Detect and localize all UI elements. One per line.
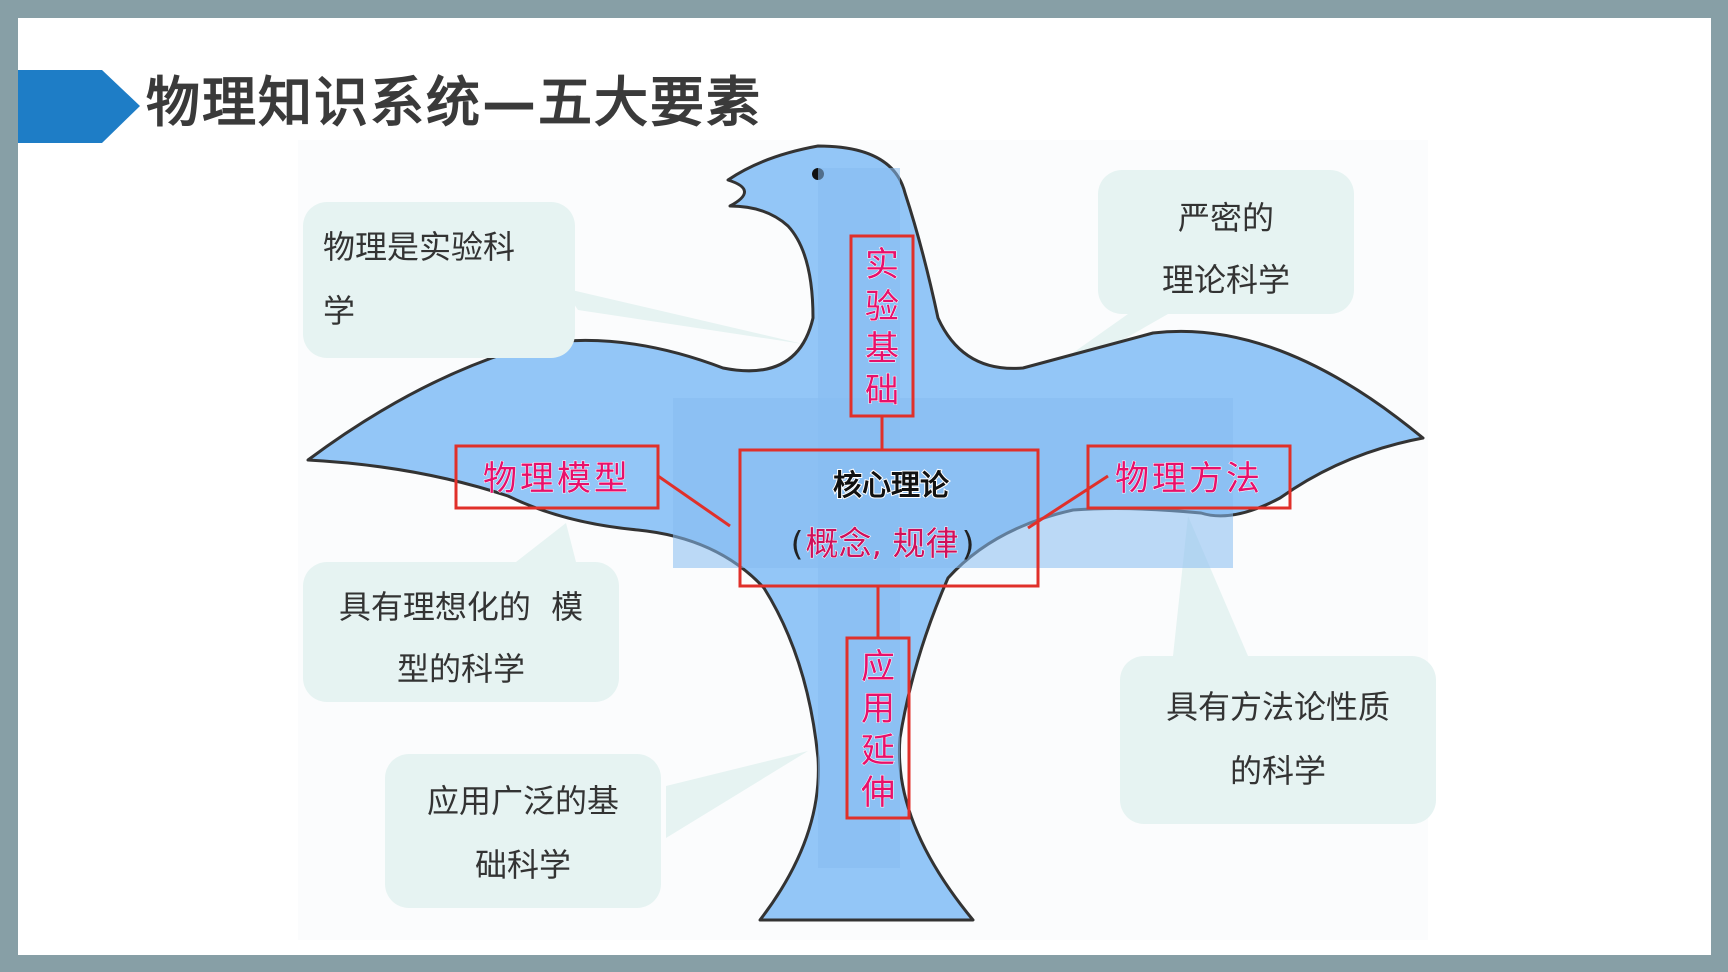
connector-model-core xyxy=(657,474,731,528)
element-physics-model: 物理模型 xyxy=(454,444,660,510)
callout-application-box xyxy=(385,754,661,908)
slide: 物理知识系统—五大要素 实 验 基 础 物理模型 xyxy=(18,18,1711,955)
element-experiment-basis: 实 验 基 础 xyxy=(849,234,915,418)
application-char-2: 用 xyxy=(861,689,895,729)
callout-theory-line2: 理论科学 xyxy=(1162,261,1290,299)
callout-pointer-application xyxy=(666,751,808,838)
element-model-border xyxy=(454,444,660,510)
callout-application-line2: 础科学 xyxy=(475,846,571,884)
connector-method-core xyxy=(1027,474,1109,530)
callout-theory-line1: 严密的 xyxy=(1178,199,1274,237)
callout-application: 应用广泛的基 础科学 xyxy=(385,754,661,908)
element-application-extension: 应 用 延 伸 xyxy=(845,636,911,820)
callout-method: 具有方法论性质 的科学 xyxy=(1120,656,1436,824)
element-model-label: 物理模型 xyxy=(483,459,631,499)
element-physics-method: 物理方法 xyxy=(1086,444,1292,510)
callout-theory: 严密的 理论科学 xyxy=(1098,170,1354,314)
experiment-char-4: 础 xyxy=(865,371,899,411)
experiment-char-1: 实 xyxy=(865,245,899,285)
callout-theory-box xyxy=(1098,170,1354,314)
cross-shade-horizontal xyxy=(673,398,1233,568)
core-theory-title: 核心理论 xyxy=(833,468,950,502)
experiment-char-3: 基 xyxy=(865,329,899,369)
callout-method-line1: 具有方法论性质 xyxy=(1166,688,1390,726)
callout-model-line1: 具有理想化的 模 xyxy=(339,588,583,626)
callout-experiment-box xyxy=(303,202,575,358)
element-experiment-border xyxy=(849,234,915,418)
callout-experiment: 物理是实验科 学 xyxy=(303,202,575,358)
callout-method-line2: 的科学 xyxy=(1230,752,1326,790)
element-core-theory: 核心理论 ( 概念, 规律 ) xyxy=(738,448,1040,588)
element-core-border xyxy=(738,448,1040,588)
callout-application-line1: 应用广泛的基 xyxy=(427,782,619,820)
application-char-3: 延 xyxy=(861,731,895,771)
physics-knowledge-diagram: 实 验 基 础 物理模型 物理方法 核心理论 ( 概念, 规律 ) 应 用 xyxy=(298,140,1436,940)
callout-pointer-model xyxy=(516,523,576,562)
callout-method-box xyxy=(1120,656,1436,824)
page-title: 物理知识系统—五大要素 xyxy=(146,71,762,134)
element-method-label: 物理方法 xyxy=(1115,459,1263,499)
application-char-4: 伸 xyxy=(861,773,895,813)
callout-model-line2: 型的科学 xyxy=(397,650,525,688)
callout-model-box xyxy=(303,562,619,702)
core-theory-subtitle: 概念, 规律 xyxy=(806,524,959,563)
callout-experiment-line2: 学 xyxy=(323,292,355,330)
experiment-char-2: 验 xyxy=(865,287,899,327)
element-application-border xyxy=(845,636,911,820)
core-close-paren: ) xyxy=(962,524,975,563)
callout-experiment-line1: 物理是实验科 xyxy=(323,228,515,266)
callout-pointer-experiment xyxy=(563,288,803,344)
application-char-1: 应 xyxy=(861,647,895,687)
core-open-paren: ( xyxy=(791,524,804,563)
title-marker-arrow xyxy=(18,70,140,143)
element-method-border xyxy=(1086,444,1292,510)
callout-model: 具有理想化的 模 型的科学 xyxy=(303,562,619,702)
